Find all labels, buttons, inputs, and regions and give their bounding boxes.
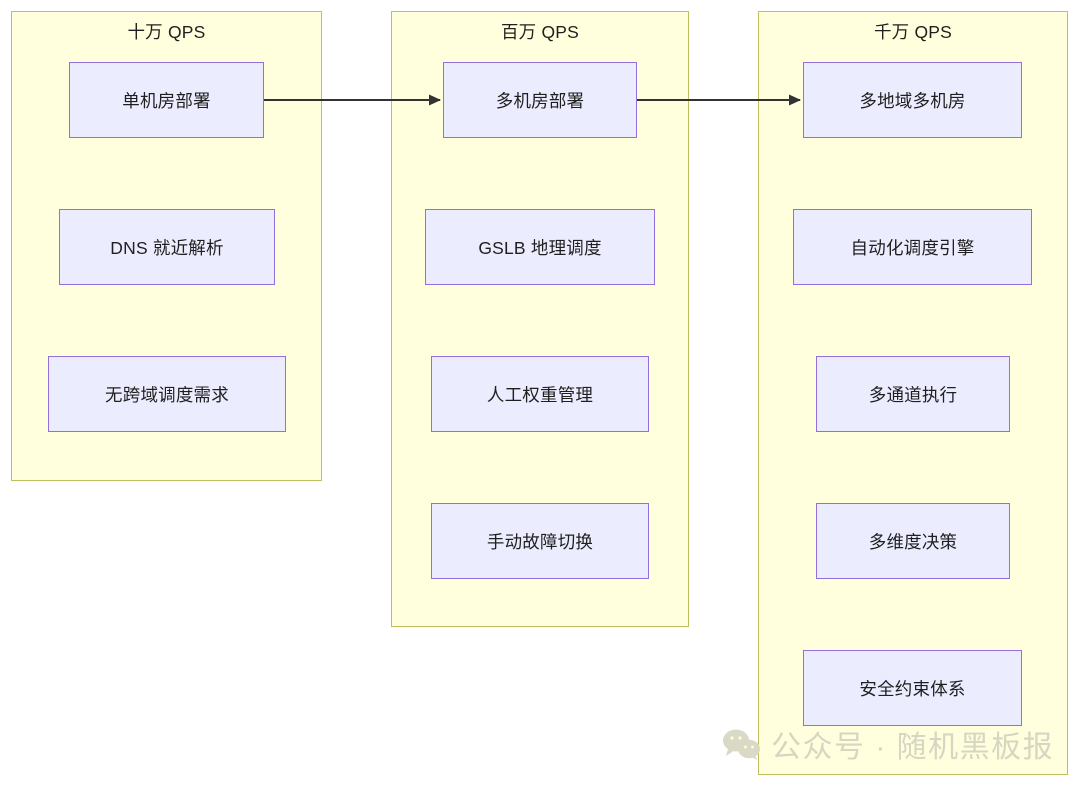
cluster-title: 百万 QPS bbox=[500, 22, 580, 42]
node-n1-2[interactable]: DNS 就近解析 bbox=[59, 209, 275, 285]
node-label: GSLB 地理调度 bbox=[478, 237, 602, 258]
node-n2-4[interactable]: 手动故障切换 bbox=[431, 503, 649, 579]
node-n3-2[interactable]: 自动化调度引擎 bbox=[793, 209, 1032, 285]
node-label: 自动化调度引擎 bbox=[850, 237, 975, 258]
wechat-icon bbox=[723, 729, 760, 760]
node-n1-3[interactable]: 无跨域调度需求 bbox=[48, 356, 286, 432]
node-label: 手动故障切换 bbox=[486, 531, 594, 552]
node-label: 单机房部署 bbox=[122, 90, 211, 111]
node-n3-1[interactable]: 多地域多机房 bbox=[803, 62, 1022, 138]
node-n1-1[interactable]: 单机房部署 bbox=[69, 62, 264, 138]
watermark: 公众号 · 随机黑板报 bbox=[722, 722, 1054, 766]
node-label: 安全约束体系 bbox=[859, 678, 966, 699]
cluster-title: 十万 QPS bbox=[127, 22, 206, 42]
node-label: DNS 就近解析 bbox=[110, 237, 224, 258]
node-n3-5[interactable]: 安全约束体系 bbox=[803, 650, 1022, 726]
node-label: 多维度决策 bbox=[868, 531, 958, 552]
node-n3-3[interactable]: 多通道执行 bbox=[816, 356, 1010, 432]
cluster-title: 千万 QPS bbox=[873, 22, 953, 42]
node-label: 多地域多机房 bbox=[859, 90, 966, 111]
node-label: 多机房部署 bbox=[495, 90, 585, 111]
node-label: 多通道执行 bbox=[868, 384, 958, 405]
node-label: 人工权重管理 bbox=[486, 384, 594, 405]
node-n2-3[interactable]: 人工权重管理 bbox=[431, 356, 649, 432]
node-n3-4[interactable]: 多维度决策 bbox=[816, 503, 1010, 579]
node-n2-1[interactable]: 多机房部署 bbox=[443, 62, 637, 138]
node-n2-2[interactable]: GSLB 地理调度 bbox=[425, 209, 655, 285]
watermark-text: 公众号 · 随机黑板报 bbox=[771, 731, 1055, 764]
node-label: 无跨域调度需求 bbox=[105, 384, 229, 405]
